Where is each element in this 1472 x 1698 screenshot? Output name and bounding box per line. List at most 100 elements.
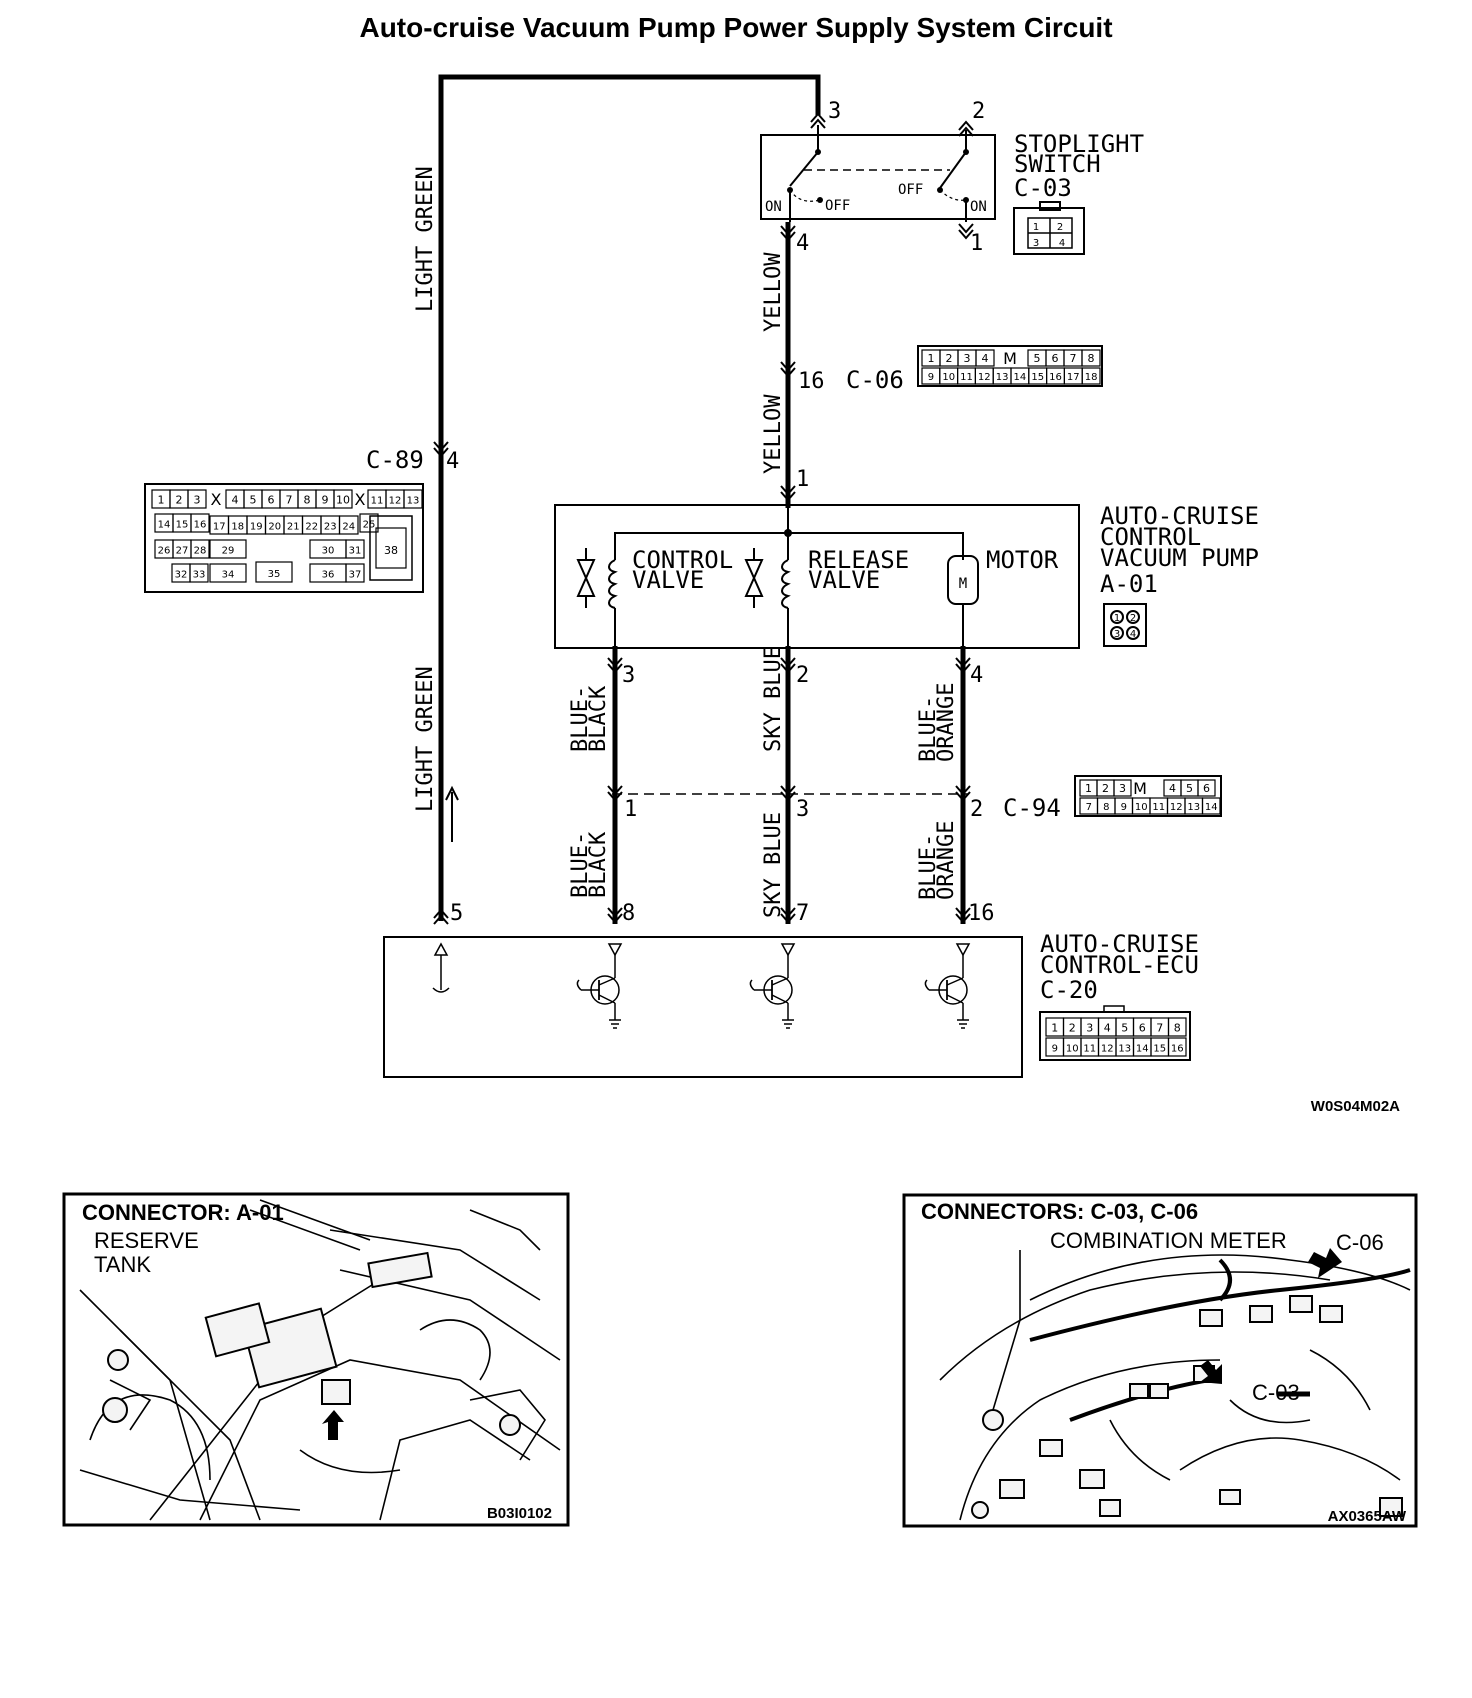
c20-pin: 7	[1156, 1022, 1163, 1035]
c94-pin: 5	[1186, 782, 1193, 795]
c20-pin: 11	[1083, 1044, 1096, 1055]
release-valve-label-1: RELEASE	[808, 546, 909, 574]
vacuum-pump-connector: A-01	[1100, 570, 1158, 598]
c89-pin: 11	[371, 496, 384, 507]
transistor-emitter	[771, 994, 789, 1004]
c94-housing	[1074, 775, 1222, 817]
c94-cell	[1197, 779, 1216, 797]
c89-pin: 15	[176, 520, 189, 531]
wire-label-blue-orange-bottom-2: ORANGE	[934, 821, 959, 900]
c06-pin: 11	[960, 372, 973, 383]
c89-pin: 24	[342, 522, 355, 533]
c94-key-icon: M	[1133, 779, 1147, 798]
wire-label-blue-black-top-1: BLUE-	[568, 686, 593, 752]
c94-pin: 3	[1119, 782, 1126, 795]
photo-left-code: B03I0102	[487, 1505, 552, 1522]
c06-cell	[1081, 367, 1101, 385]
c94-connector-label: C-94	[1003, 794, 1061, 822]
wire-label-blue-black-bottom-2: BLACK	[586, 831, 611, 898]
c94-pin: 6	[1203, 782, 1210, 795]
c89-cell	[345, 539, 365, 559]
transistor-collector	[946, 977, 964, 986]
stoplight-connector: C-03	[1014, 174, 1072, 202]
wire-label-light-green-top: LIGHT GREEN	[413, 166, 438, 312]
c89-pin: 36	[322, 570, 335, 581]
c89-cell	[209, 563, 247, 583]
c94-pin: 9	[1121, 802, 1127, 813]
c20-cell	[1167, 1037, 1187, 1057]
wire-label-sky-blue-bottom: SKY BLUE	[761, 812, 786, 918]
c89-pin: 34	[222, 570, 235, 581]
c89-pin: 6	[268, 494, 275, 507]
pin-ecu5: 5	[450, 901, 463, 926]
pin-c06-16: 16	[798, 369, 825, 394]
c89-pin: 14	[158, 520, 171, 531]
c89-pin: 2	[176, 494, 183, 507]
c89-pin: 29	[222, 546, 235, 557]
c89-pin: 21	[287, 522, 300, 533]
vacuum-pump-name-3: VACUUM PUMP	[1100, 544, 1259, 572]
c06-cell	[975, 349, 995, 367]
c89-cell	[359, 513, 379, 533]
c89-pin: 13	[407, 496, 420, 507]
c94-pin: 4	[1169, 782, 1176, 795]
wire-light-green	[438, 74, 821, 921]
c89-pin: 16	[194, 520, 207, 531]
transistor-collector	[771, 977, 789, 986]
c06-pin: 7	[1070, 352, 1077, 365]
c89-pin: 25	[363, 520, 376, 531]
transistor-collector	[598, 977, 616, 986]
motor-symbol: M	[959, 576, 967, 592]
pin-c94-3: 3	[796, 797, 809, 822]
photo-right-heading: CONNECTORS: C-03, C-06	[921, 1199, 1198, 1224]
c89-cell	[209, 539, 247, 559]
stoplight-name-2: SWITCH	[1014, 150, 1101, 178]
c89-big-pin-inner	[375, 527, 407, 569]
pin-sw1: 1	[970, 231, 983, 256]
photo-connector-a01	[62, 1192, 570, 1527]
c20-pin: 9	[1052, 1044, 1058, 1055]
photo-right-code: AX0365AW	[1328, 1508, 1407, 1525]
c06-pin: 5	[1034, 352, 1041, 365]
a01-pin1: 1	[1114, 613, 1120, 624]
auto-cruise-ecu	[383, 936, 1023, 1078]
ecu-output-terminal	[607, 943, 623, 957]
c89-pin: 17	[213, 522, 226, 533]
wire-label-light-green-bottom: LIGHT GREEN	[413, 666, 438, 812]
wire-label-blue-orange-top-1: BLUE-	[916, 696, 941, 762]
c03-connector-icon	[1013, 201, 1085, 255]
c89-pin: 10	[336, 494, 350, 507]
c89-pin: 22	[305, 522, 318, 533]
vacuum-pump-name-2: CONTROL	[1100, 523, 1201, 551]
c89-cell	[255, 561, 293, 583]
photo-right-label-1: COMBINATION METER	[1050, 1228, 1287, 1253]
pin-ecu8: 8	[622, 901, 635, 926]
pin-ecu16: 16	[968, 901, 995, 926]
c89-key-icon: X	[355, 490, 366, 509]
c89-pin: 3	[194, 494, 201, 507]
pin-pump1: 1	[796, 467, 809, 492]
c20-pin: 14	[1136, 1044, 1149, 1055]
motor-label: MOTOR	[986, 546, 1059, 574]
c94-pin: 1	[1085, 782, 1092, 795]
switch-off-left: OFF	[825, 198, 850, 214]
c20-pin: 2	[1069, 1022, 1076, 1035]
ground-icon	[609, 1019, 621, 1029]
c89-pin: 20	[268, 522, 281, 533]
wire-label-yellow-top: YELLOW	[761, 252, 786, 332]
c94-cell	[1113, 779, 1132, 797]
c89-cell	[190, 539, 210, 559]
transistor-emitter	[598, 994, 616, 1004]
c06-pin: 18	[1085, 372, 1098, 383]
photo-right-label-3: C-03	[1252, 1380, 1300, 1405]
switch-off-right: OFF	[898, 182, 923, 198]
c20-latch	[1103, 1005, 1125, 1013]
c89-pin: 31	[349, 546, 362, 557]
a01-connector-icon	[1103, 603, 1147, 647]
c89-pin: 33	[193, 570, 206, 581]
c06-pin: 8	[1088, 352, 1095, 365]
c89-pin: 5	[250, 494, 257, 507]
photo-connectors-c03-c06	[902, 1193, 1418, 1528]
